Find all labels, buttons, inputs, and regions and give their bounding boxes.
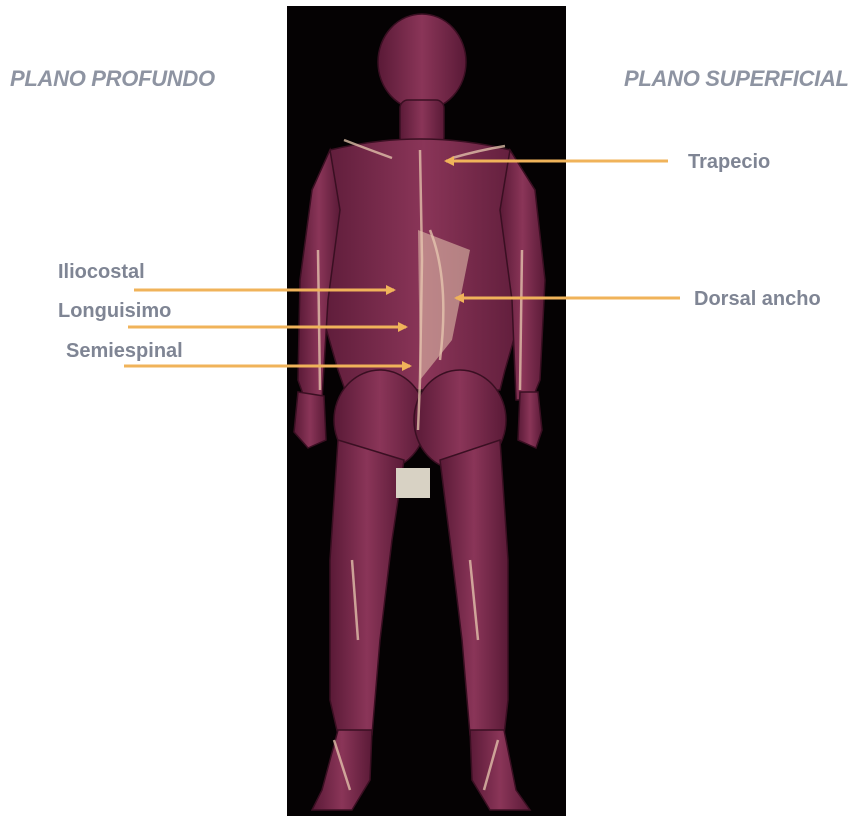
label-iliocostal: Iliocostal	[58, 261, 145, 284]
label-trapecio: Trapecio	[688, 151, 770, 174]
right-hand	[518, 392, 542, 448]
neck	[400, 100, 444, 145]
support-block	[396, 468, 430, 498]
label-longuisimo: Longuisimo	[58, 300, 171, 323]
label-semiespinal: Semiespinal	[66, 340, 183, 363]
head	[378, 14, 466, 110]
label-dorsal-ancho: Dorsal ancho	[694, 288, 821, 311]
